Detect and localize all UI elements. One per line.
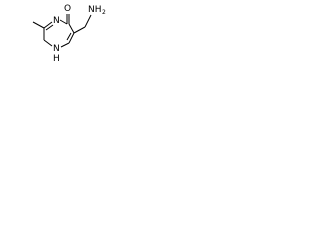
amine-nitrogen-label: NH bbox=[88, 5, 102, 15]
bond-c5-ch2 bbox=[73, 26, 86, 34]
carbonyl-oxygen-label: O bbox=[64, 4, 71, 14]
molecule-structure: O N N H NH 2 bbox=[32, 4, 106, 64]
bond-n1-c2 bbox=[43, 39, 53, 47]
ring-nitrogen-bottom-label: N bbox=[53, 44, 60, 54]
bond-c4-c5 bbox=[68, 23, 75, 34]
ring-nh-hydrogen-label: H bbox=[53, 54, 60, 64]
bond-c2-n3 bbox=[43, 21, 53, 29]
bond-c6-n1 bbox=[60, 42, 70, 48]
ring-nitrogen-top-label: N bbox=[53, 16, 60, 26]
amine-h-count-label: 2 bbox=[102, 9, 106, 16]
bond-c2-methyl bbox=[32, 21, 45, 29]
bond-c5-c6 bbox=[68, 32, 75, 44]
bond-n3-c4 bbox=[59, 19, 68, 25]
bond-c2-n3-double bbox=[45, 24, 54, 31]
bond-c5-c6-double bbox=[66, 32, 72, 41]
bond-ch2-nh2 bbox=[84, 14, 92, 28]
